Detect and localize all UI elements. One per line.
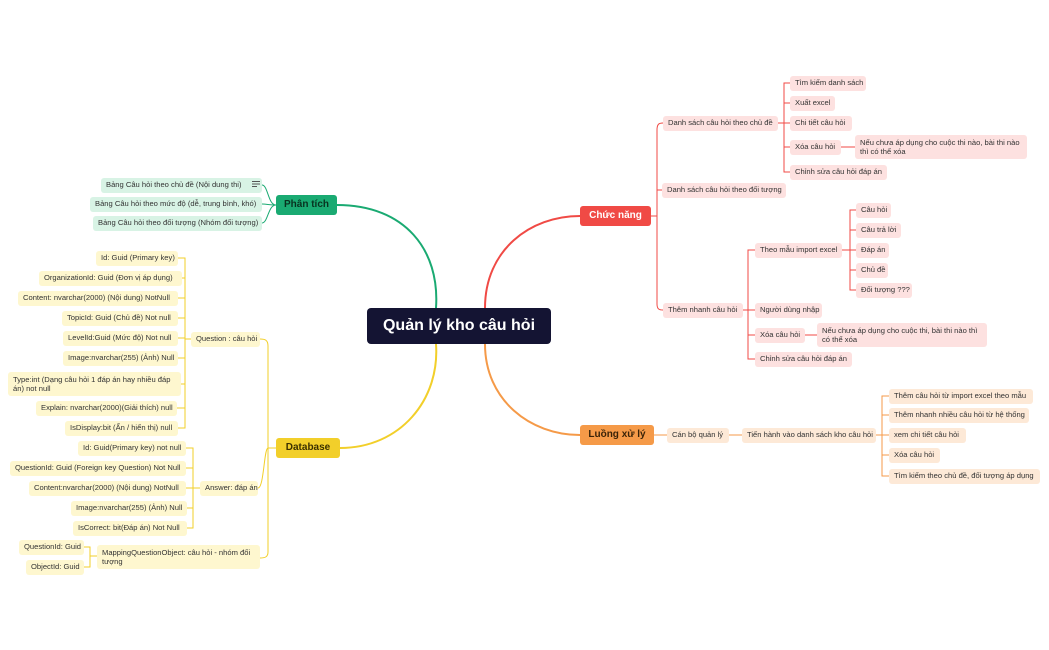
can-bo-quan-ly[interactable]: Cán bộ quản lý bbox=[667, 428, 729, 443]
tien-hanh-node[interactable]: Tiến hành vào danh sách kho câu hỏi bbox=[742, 428, 876, 443]
import-excel-node[interactable]: Theo mẫu import excel bbox=[755, 243, 842, 258]
import-item[interactable]: Chủ đề bbox=[856, 263, 888, 278]
luong-xu-ly-item[interactable]: Thêm nhanh nhiều câu hỏi từ hệ thống bbox=[889, 408, 1029, 423]
import-item[interactable]: Đối tượng ??? bbox=[856, 283, 912, 298]
them-nhanh-xoa[interactable]: Xóa câu hỏi bbox=[755, 328, 805, 343]
question-node[interactable]: Question : câu hỏi bbox=[191, 332, 260, 347]
branch-chuc-nang[interactable]: Chức năng bbox=[580, 206, 651, 226]
question-field[interactable]: Id: Guid (Primary key) bbox=[96, 251, 178, 266]
branch-phan-tich[interactable]: Phân tích bbox=[276, 195, 337, 215]
answer-field[interactable]: IsCorrect: bit(Đáp án) Not Null bbox=[73, 521, 187, 536]
them-nhanh-chinh-sua[interactable]: Chỉnh sửa câu hỏi đáp án bbox=[755, 352, 852, 367]
mapping-field[interactable]: QuestionId: Guid bbox=[19, 540, 84, 555]
nguoi-dung-nhap[interactable]: Người dùng nhập bbox=[755, 303, 822, 318]
mapping-node[interactable]: MappingQuestionObject: câu hỏi - nhóm đố… bbox=[97, 545, 260, 569]
mapping-field[interactable]: ObjectId: Guid bbox=[26, 560, 84, 575]
luong-xu-ly-item[interactable]: xem chi tiết câu hỏi bbox=[889, 428, 966, 443]
note-icon bbox=[252, 181, 260, 187]
question-field[interactable]: OrganizationId: Guid (Đơn vị áp dụng) bbox=[39, 271, 182, 286]
luong-xu-ly-item[interactable]: Thêm câu hỏi từ import excel theo mẫu bbox=[889, 389, 1033, 404]
answer-field[interactable]: Image:nvarchar(255) (Ảnh) Null bbox=[71, 501, 187, 516]
chuc-nang-them-nhanh[interactable]: Thêm nhanh câu hỏi bbox=[663, 303, 743, 318]
branch-luong-xu-ly[interactable]: Luồng xử lý bbox=[580, 425, 654, 445]
root-topic[interactable]: Quản lý kho câu hỏi bbox=[367, 308, 551, 344]
xoa-note[interactable]: Nếu chưa áp dụng cho cuộc thi nào, bài t… bbox=[855, 135, 1027, 159]
question-field[interactable]: Explain: nvarchar(2000)(Giải thích) null bbox=[36, 401, 177, 416]
question-field[interactable]: Type:int (Dạng câu hỏi 1 đáp án hay nhiề… bbox=[8, 372, 181, 396]
ds-chu-de-item[interactable]: Chỉnh sửa câu hỏi đáp án bbox=[790, 165, 887, 180]
them-nhanh-xoa-note[interactable]: Nếu chưa áp dụng cho cuộc thi, bài thi n… bbox=[817, 323, 987, 347]
question-field[interactable]: IsDisplay:bit (Ẩn / hiển thị) null bbox=[65, 421, 178, 436]
import-item[interactable]: Câu trả lời bbox=[856, 223, 901, 238]
question-field[interactable]: Content: nvarchar(2000) (Nội dung) NotNu… bbox=[18, 291, 178, 306]
chuc-nang-ds-chu-de[interactable]: Danh sách câu hỏi theo chủ đề bbox=[663, 116, 778, 131]
phan-tich-item[interactable]: Bảng Câu hỏi theo mức độ (dễ, trung bình… bbox=[90, 197, 262, 212]
question-field[interactable]: Image:nvarchar(255) (Ảnh) Null bbox=[63, 351, 178, 366]
import-item[interactable]: Đáp án bbox=[856, 243, 889, 258]
luong-xu-ly-item[interactable]: Xóa câu hỏi bbox=[889, 448, 940, 463]
answer-field[interactable]: Id: Guid(Primary key) not null bbox=[78, 441, 186, 456]
question-field[interactable]: LevelId:Guid (Mức độ) Not null bbox=[63, 331, 178, 346]
question-field[interactable]: TopicId: Guid (Chủ đề) Not null bbox=[62, 311, 178, 326]
chuc-nang-ds-doi-tuong[interactable]: Danh sách câu hỏi theo đối tượng bbox=[662, 183, 786, 198]
branch-database[interactable]: Database bbox=[276, 438, 340, 458]
ds-chu-de-item[interactable]: Xóa câu hỏi bbox=[790, 140, 841, 155]
phan-tich-item[interactable]: Bảng Câu hỏi theo đối tượng (Nhóm đối tư… bbox=[93, 216, 262, 231]
import-item[interactable]: Câu hỏi bbox=[856, 203, 891, 218]
phan-tich-item[interactable]: Bảng Câu hỏi theo chủ đề (Nội dung thi) bbox=[101, 178, 262, 193]
answer-field[interactable]: QuestionId: Guid (Foreign key Question) … bbox=[10, 461, 186, 476]
luong-xu-ly-item[interactable]: Tìm kiếm theo chủ đề, đối tượng áp dụng bbox=[889, 469, 1040, 484]
ds-chu-de-item[interactable]: Xuất excel bbox=[790, 96, 835, 111]
answer-node[interactable]: Answer: đáp án bbox=[200, 481, 258, 496]
answer-field[interactable]: Content:nvarchar(2000) (Nội dung) NotNul… bbox=[29, 481, 186, 496]
ds-chu-de-item[interactable]: Chi tiết câu hỏi bbox=[790, 116, 852, 131]
ds-chu-de-item[interactable]: Tìm kiếm danh sách bbox=[790, 76, 866, 91]
